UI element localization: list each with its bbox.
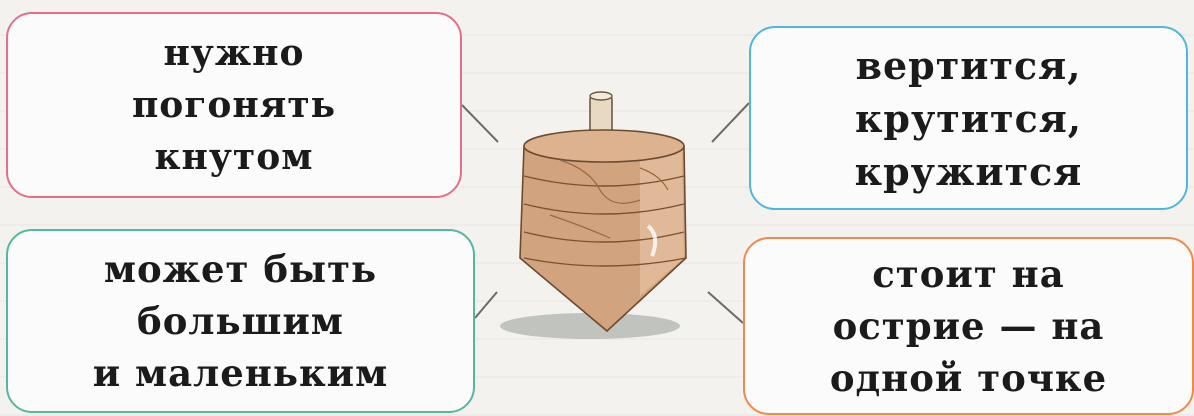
box-top-left: нужно погонять кнутом [6,12,462,198]
spinning-top-icon [500,91,687,339]
box-top-left-line: погонять [131,84,337,126]
box-top-left-line: кнутом [154,136,314,178]
box-bottom-right-line: одной точке [829,356,1108,400]
box-bottom-left-line: и маленьким [92,351,389,395]
box-bottom-left-line: может быть [103,247,378,291]
box-bottom-right-line: острие — на [832,304,1105,348]
box-bottom-right: стоит на острие — на одной точке [743,237,1194,415]
box-top-right: вертится, крутится, кружится [749,26,1188,210]
box-top-right-line: вертится, [855,42,1082,88]
box-top-left-text: нужно погонять кнутом [132,27,336,183]
box-bottom-left-text: может быть большим и маленьким [93,243,389,399]
connector-top-left [461,104,499,143]
box-top-right-text: вертится, крутится, кружится [855,39,1083,198]
box-top-right-line: крутится, [854,95,1083,141]
box-top-left-line: нужно [163,32,305,74]
box-bottom-left-line: большим [137,299,344,343]
box-bottom-right-line: стоит на [872,252,1065,296]
connector-bottom-left [474,291,498,319]
box-bottom-left: может быть большим и маленьким [6,229,475,413]
top-shadow [500,313,680,339]
connector-top-right [711,102,750,143]
connector-bottom-right [707,291,744,324]
box-bottom-right-text: стоит на острие — на одной точке [830,248,1107,404]
box-top-right-line: кружится [854,148,1083,194]
